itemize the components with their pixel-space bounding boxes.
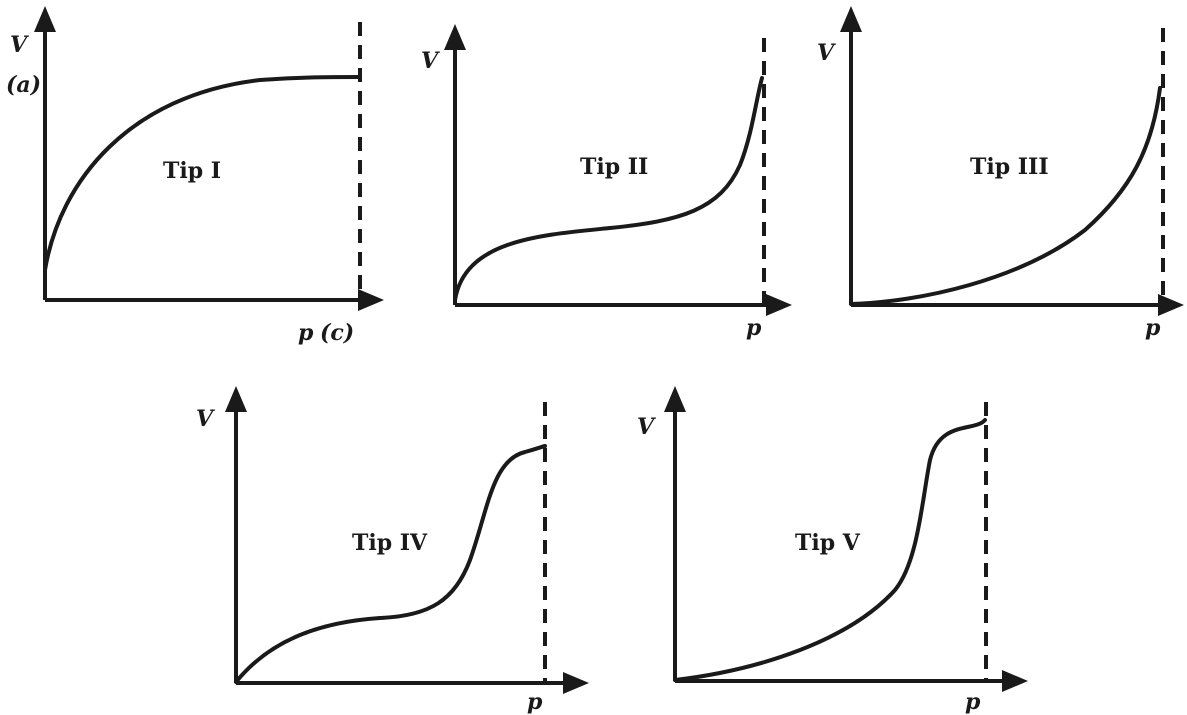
x-axis-label: p <box>298 320 314 346</box>
y-axis-arrow-icon <box>225 386 247 412</box>
isotherm-curve <box>234 444 547 684</box>
annotation-c: (c) <box>320 320 354 346</box>
x-axis-label: p <box>965 689 981 715</box>
y-axis-arrow-icon <box>664 386 686 412</box>
x-axis-arrow-icon <box>358 289 384 311</box>
isotherm-curve <box>43 75 362 272</box>
type-label: Tip IV <box>352 530 428 556</box>
type-label: Tip V <box>795 530 861 556</box>
x-axis-arrow-icon <box>1002 670 1028 692</box>
y-axis-arrow-icon <box>34 6 56 32</box>
type-label: Tip III <box>970 154 1049 180</box>
panel-tip-3: V Tip III p <box>817 6 1184 341</box>
y-axis-arrow-icon <box>444 24 466 50</box>
panel-tip-5: V Tip V p <box>637 386 1028 715</box>
x-axis-arrow-icon <box>563 672 589 694</box>
y-axis-label: V <box>817 40 836 66</box>
isotherm-curve <box>849 86 1162 306</box>
x-axis-arrow-icon <box>1158 294 1184 316</box>
annotation-a: (a) <box>6 72 41 98</box>
y-axis-label: V <box>10 32 29 58</box>
panel-tip-4: V Tip IV p <box>196 386 589 715</box>
x-axis-arrow-icon <box>766 294 792 316</box>
panel-tip-2: V Tip II p <box>421 24 792 341</box>
y-axis-arrow-icon <box>840 6 862 32</box>
y-axis-label: V <box>421 48 440 74</box>
isotherm-curve <box>673 418 987 682</box>
x-axis-label: p <box>1145 315 1161 341</box>
x-axis-label: p <box>746 315 762 341</box>
y-axis-label: V <box>196 406 215 432</box>
type-label: Tip II <box>580 154 648 180</box>
x-axis-label: p <box>527 689 543 715</box>
type-label: Tip I <box>163 158 221 184</box>
isotherm-curve <box>453 76 764 302</box>
y-axis-label: V <box>637 414 656 440</box>
panel-tip-1: V (a) Tip I p (c) <box>6 6 384 346</box>
